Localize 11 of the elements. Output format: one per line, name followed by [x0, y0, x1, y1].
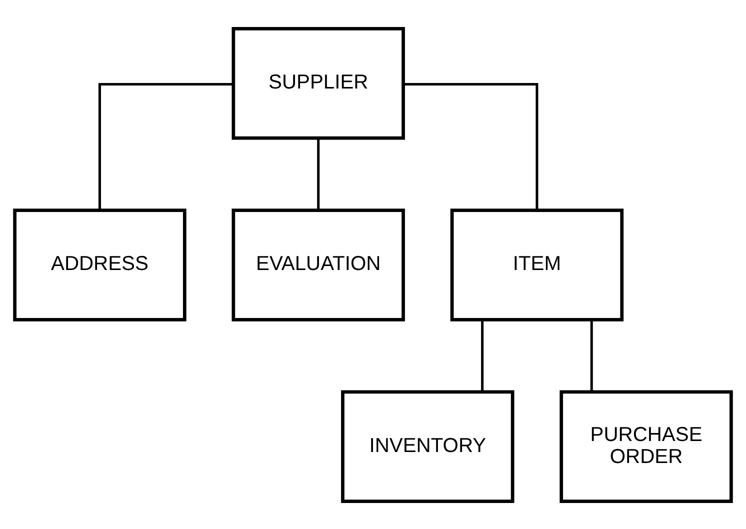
connector [481, 320, 484, 392]
node-box: EVALUATION [232, 208, 405, 321]
connector [98, 82, 234, 210]
node-box: PURCHASE ORDER [560, 390, 733, 502]
node-box: ADDRESS [13, 208, 186, 321]
connector [590, 320, 593, 392]
node-box: ITEM [450, 208, 624, 321]
node-box: INVENTORY [341, 390, 514, 502]
connector [317, 138, 320, 210]
node-box: SUPPLIER [232, 26, 405, 140]
connector [404, 82, 538, 210]
